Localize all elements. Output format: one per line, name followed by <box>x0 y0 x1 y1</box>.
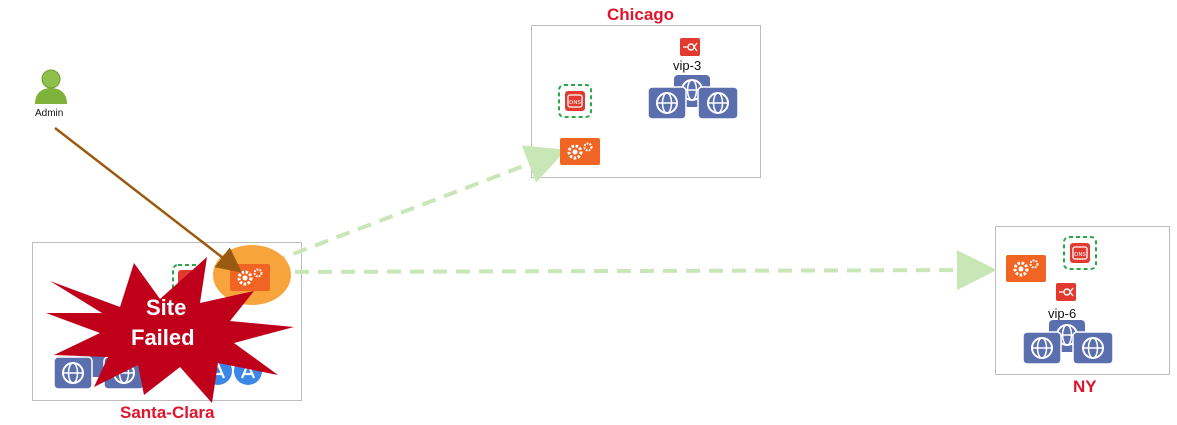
ny-dns-service-icon[interactable]: DNS <box>1063 236 1097 270</box>
svg-text:DNS: DNS <box>1074 252 1086 258</box>
chicago-controller-gear-icon[interactable] <box>560 138 600 165</box>
replication-arrow-ny <box>271 250 997 291</box>
site-failed-text-line2: Failed <box>131 325 195 350</box>
chicago-web-server-group[interactable] <box>646 75 741 120</box>
svg-text:DNS: DNS <box>569 100 581 106</box>
chicago-dns-service-icon[interactable]: DNS <box>558 84 592 118</box>
chicago-vip-label: vip-3 <box>673 58 702 73</box>
ny-controller-gear-icon[interactable] <box>1006 255 1046 282</box>
site-failed-text-line1: Site <box>146 295 187 320</box>
ny-vip-load-balancer-icon[interactable] <box>1056 283 1076 301</box>
admin-label: Admin <box>35 108 64 119</box>
santa-clara-site-label: Santa-Clara <box>120 403 215 422</box>
ny-web-server-group[interactable] <box>1021 320 1116 365</box>
ny-site-label: NY <box>1073 377 1097 396</box>
admin-action-arrow <box>54 127 242 273</box>
site-failed-burst <box>46 257 294 403</box>
chicago-vip-load-balancer-icon[interactable] <box>680 38 700 56</box>
ny-vip-label: vip-6 <box>1048 306 1077 321</box>
chicago-site-label: Chicago <box>607 5 675 24</box>
replication-arrow-chicago <box>271 145 567 264</box>
admin-user-icon[interactable] <box>33 68 69 106</box>
